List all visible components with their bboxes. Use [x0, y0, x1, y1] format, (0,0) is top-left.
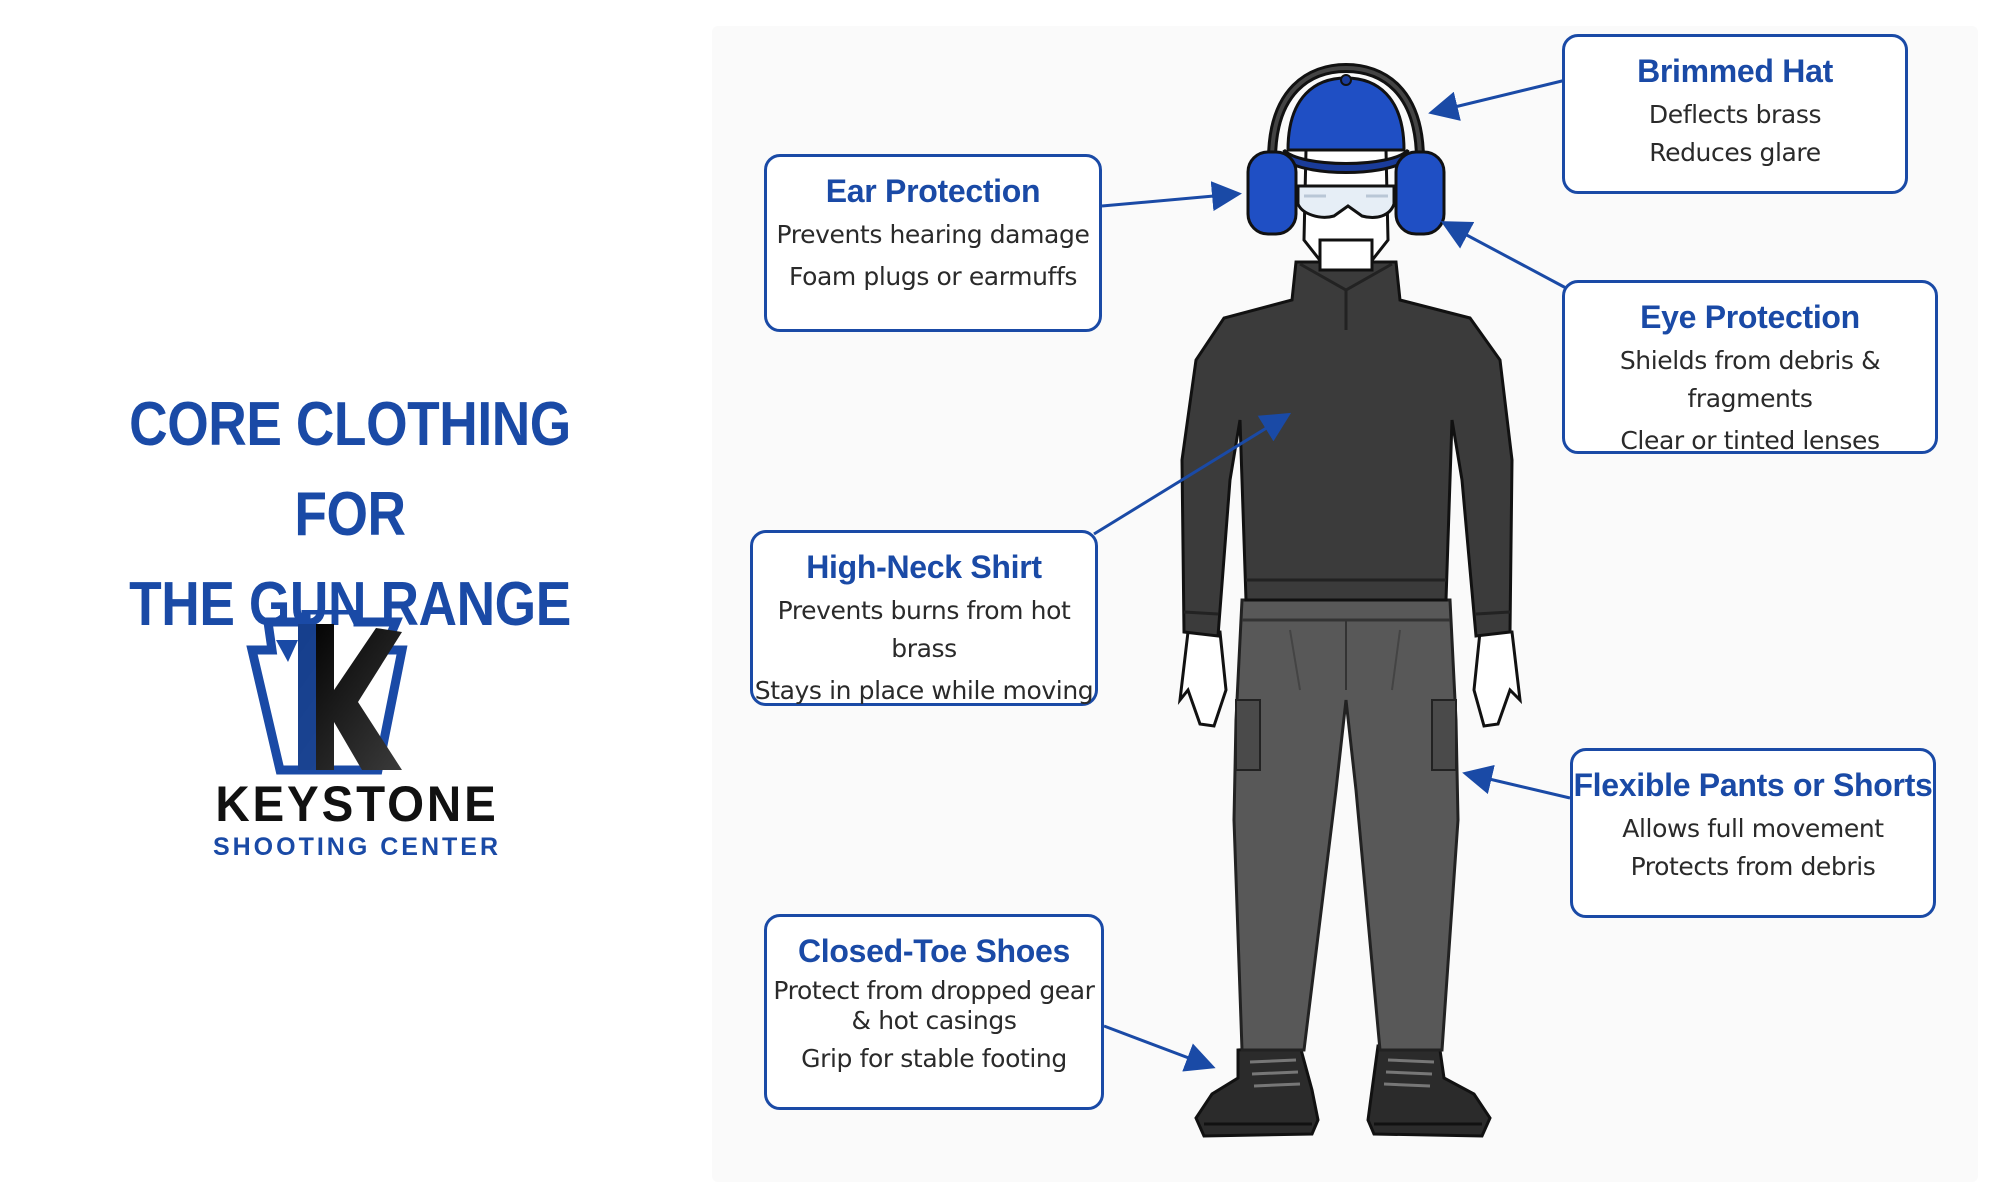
callout-title: Ear Protection: [825, 173, 1041, 209]
callout-ear-protection: Ear Protection Prevents hearing damage F…: [764, 154, 1102, 332]
hat-illustration: [1282, 74, 1410, 174]
eye-arrow: [1440, 221, 1567, 290]
callout-eye-protection: Eye Protection Shields from debris & fra…: [1562, 280, 1938, 455]
callout-line: & hot casings: [851, 1006, 1017, 1035]
earmuffs-illustration: [1246, 62, 1446, 236]
title-line-1: CORE CLOTHING FOR: [129, 390, 571, 549]
callout-title: Brimmed Hat: [1637, 53, 1833, 89]
pants-arrow: [1462, 764, 1571, 800]
callout-line: Stays in place while moving: [754, 676, 1094, 705]
callout-line: Clear or tinted lenses: [1620, 426, 1880, 455]
logo-subtitle: SHOOTING CENTER: [212, 833, 502, 861]
callout-line: Protect from dropped gear: [773, 976, 1095, 1005]
glasses-illustration: [1296, 184, 1396, 219]
callout-title: Eye Protection: [1640, 299, 1860, 335]
callout-line: Grip for stable footing: [801, 1044, 1067, 1073]
shoes-arrow: [1103, 1024, 1216, 1072]
logo-wordmark: KEYSTONE: [215, 776, 499, 832]
callout-line: Protects from debris: [1630, 852, 1876, 881]
page-title: CORE CLOTHING FOR THE GUN RANGE: [83, 380, 616, 650]
callout-closed-toe-shoes: Closed-Toe Shoes Protect from dropped ge…: [764, 914, 1104, 1110]
pants-illustration: [1232, 598, 1460, 1052]
callout-high-neck-shirt: High-Neck Shirt Prevents burns from hot …: [750, 530, 1098, 706]
callout-line: Prevents burns from hot brass: [777, 596, 1071, 663]
shirt-illustration: [1180, 260, 1514, 638]
callout-title: High-Neck Shirt: [806, 549, 1042, 585]
ear-arrow: [1101, 181, 1242, 212]
hands-illustration: [1177, 630, 1522, 728]
callout-line: Shields from debris & fragments: [1619, 346, 1881, 413]
shoes-illustration: [1194, 1044, 1492, 1138]
callout-line: Prevents hearing damage: [776, 220, 1090, 249]
callout-brimmed-hat: Brimmed Hat Deflects brass Reduces glare: [1562, 34, 1908, 194]
hat-arrow: [1428, 78, 1567, 121]
callout-title: Flexible Pants or Shorts: [1573, 767, 1933, 803]
callout-line: Reduces glare: [1649, 138, 1821, 167]
title-line-2: THE GUN RANGE: [129, 570, 571, 639]
callout-line: Foam plugs or earmuffs: [789, 262, 1077, 291]
shirt-arrow: [1093, 412, 1292, 536]
keystone-logo-icon: [246, 610, 408, 775]
callout-flexible-pants: Flexible Pants or Shorts Allows full mov…: [1570, 748, 1936, 918]
callout-title: Closed-Toe Shoes: [798, 933, 1070, 969]
callout-line: Deflects brass: [1648, 100, 1822, 129]
callout-line: Allows full movement: [1622, 814, 1884, 843]
